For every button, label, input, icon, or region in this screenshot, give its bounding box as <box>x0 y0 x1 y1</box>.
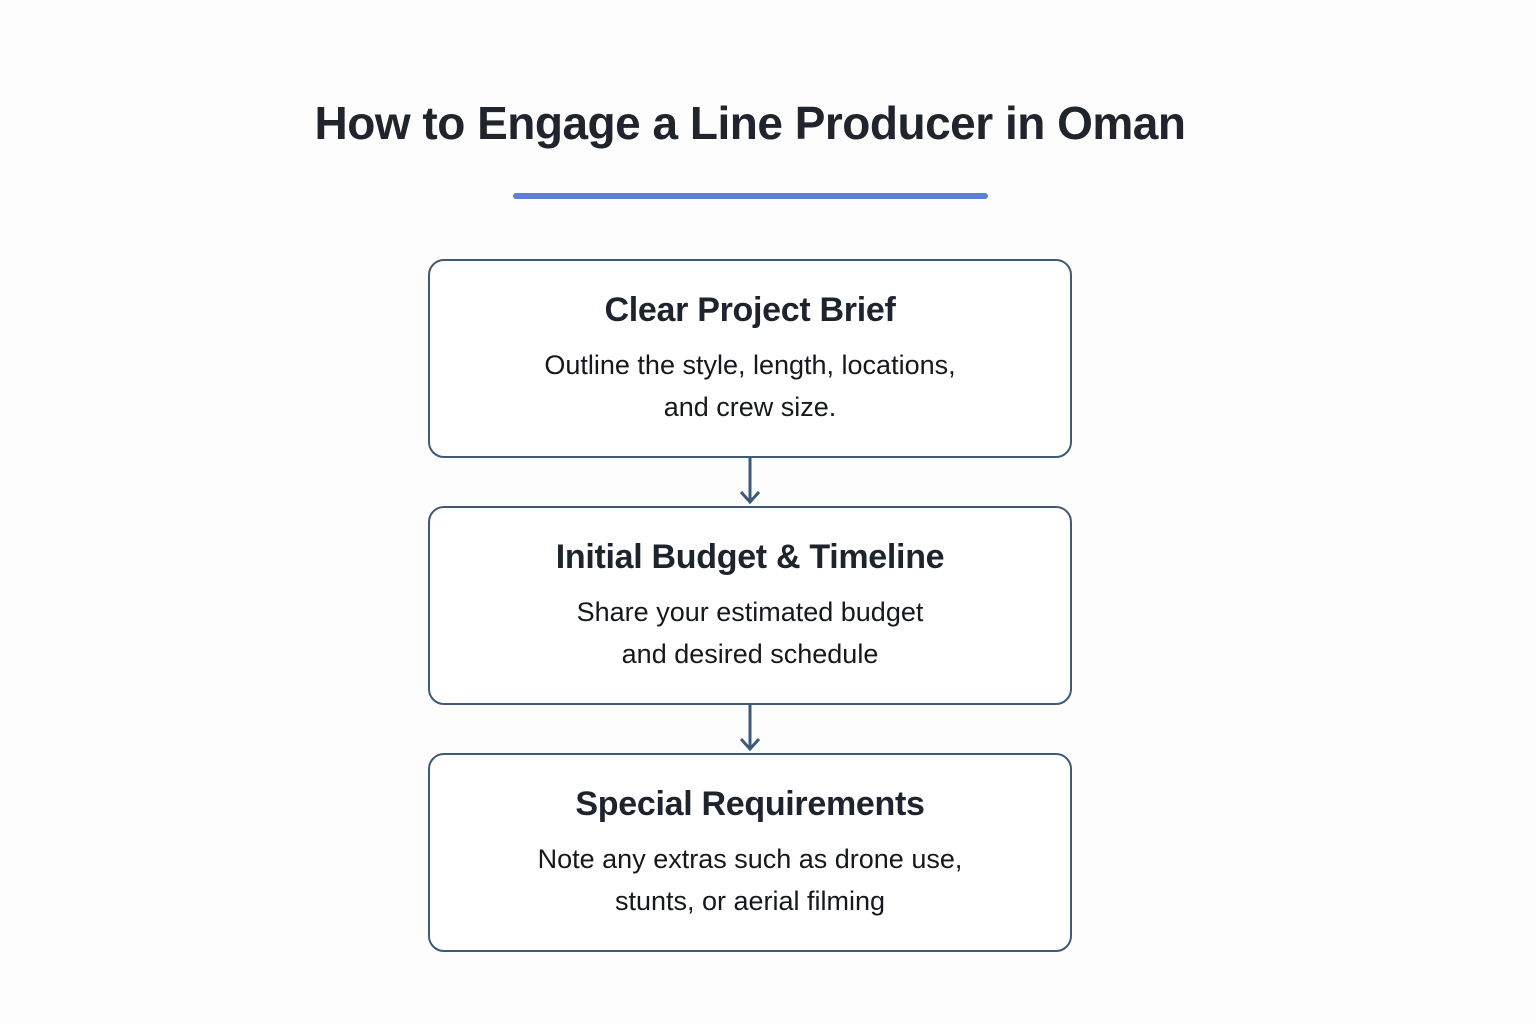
step-heading: Initial Budget & Timeline <box>555 537 945 576</box>
flow-step-initial-budget-timeline: Initial Budget & Timeline Share your est… <box>428 506 1072 706</box>
page-title: How to Engage a Line Producer in Oman <box>314 97 1186 149</box>
step-description-line: and desired schedule <box>621 638 879 669</box>
step-description-line: Outline the style, length, locations, <box>544 349 956 380</box>
arrow-down-icon <box>737 458 763 506</box>
flow-step-special-requirements: Special Requirements Note any extras suc… <box>428 753 1072 953</box>
step-description-line: Share your estimated budget <box>576 596 924 627</box>
step-heading: Special Requirements <box>575 784 925 823</box>
step-description-line: stunts, or aerial filming <box>614 885 886 916</box>
flow-step-clear-project-brief: Clear Project Brief Outline the style, l… <box>428 259 1072 459</box>
step-description-line: Note any extras such as drone use, <box>537 843 963 874</box>
content-column: How to Engage a Line Producer in Oman Cl… <box>314 97 1186 953</box>
title-underline <box>512 193 988 200</box>
step-description-line: and crew size. <box>663 391 837 422</box>
arrow-down-icon <box>737 705 763 753</box>
step-heading: Clear Project Brief <box>604 290 896 329</box>
flowchart: Clear Project Brief Outline the style, l… <box>428 259 1072 953</box>
